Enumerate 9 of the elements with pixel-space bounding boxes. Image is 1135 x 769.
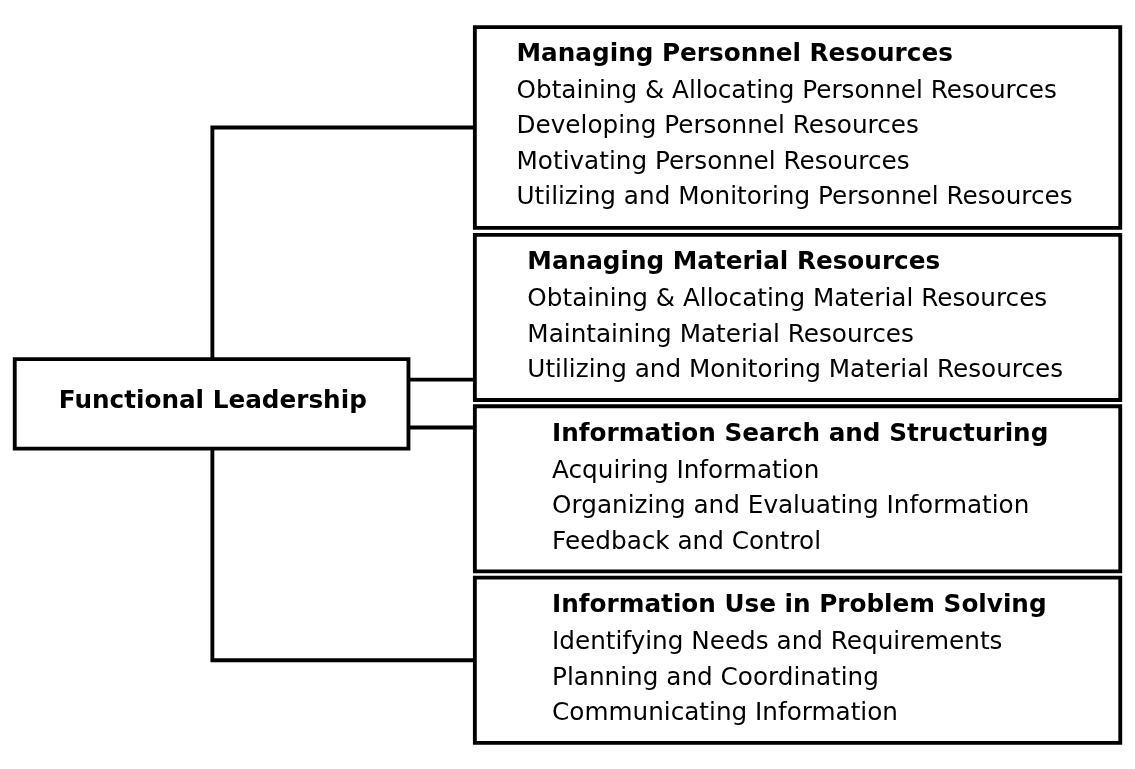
connector: [210, 125, 475, 359]
node-box: Information Search and Structuring Acquiring Information Organizing and Evaluating Information Feedback and Control: [472, 403, 1123, 573]
connector: [408, 425, 475, 429]
node-box: Managing Personnel Resources Obtaining & Allocating Personnel Resources Developing Personnel Resources Motivating Personnel Resources Utilizing and Monitoring Personnel Resources: [472, 24, 1123, 230]
node-box: Managing Material Resources Obtaining & Allocating Material Resources Maintaining Material Resources Utilizing and Monitoring Material Resources: [472, 232, 1123, 402]
node-box: Functional Leadership: [12, 356, 411, 451]
node-box: Information Use in Problem Solving Identifying Needs and Requirements Planning and Coordinating Communicating Information: [472, 575, 1123, 745]
connector: [408, 377, 475, 382]
connector: [210, 448, 475, 662]
